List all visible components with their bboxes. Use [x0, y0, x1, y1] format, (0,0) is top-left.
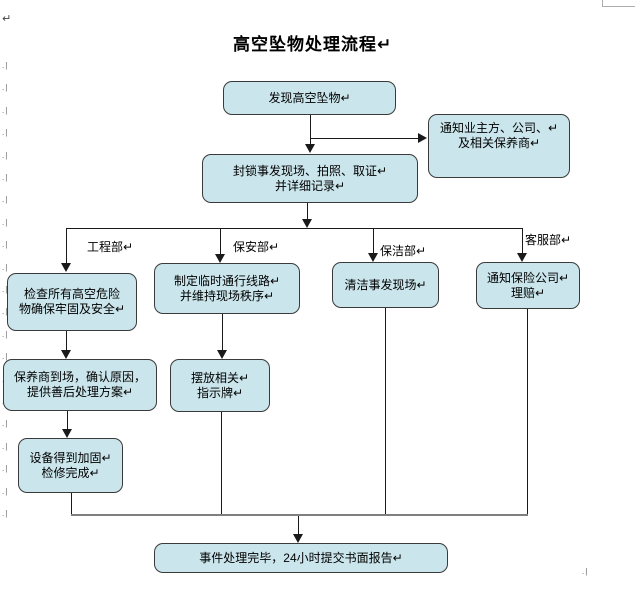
connector-seal-to-distributor [307, 203, 308, 220]
node-vendor-onsite-solution[interactable]: 保养商到场，确认原因， 提供善后处理方案↵ [3, 359, 157, 411]
connector-signs-to-collector [221, 412, 222, 515]
connector-route-to-signs [222, 314, 223, 351]
arrowhead-into-clean [368, 253, 378, 262]
node-clean-scene[interactable]: 清洁事发现场↵ [332, 262, 439, 308]
arrowhead-into-seal [305, 144, 315, 153]
arrowhead-into-notify-owner [418, 133, 427, 143]
arrowhead-into-report [293, 534, 303, 543]
node-temporary-route-order[interactable]: 制定临时通行线路↵ 并维持现场秩序↵ [154, 263, 300, 314]
connector-distributor-to-inspect [66, 228, 67, 264]
arrowhead-into-signs [217, 350, 227, 359]
distributor-line [66, 228, 523, 229]
left-margin-paragraph-mark: .| [2, 352, 9, 362]
node-seal-scene-photo-evidence[interactable]: 封锁事发现场、拍照、取证↵ 并详细记录↵ [202, 154, 418, 203]
node-final-written-report[interactable]: 事件处理完毕，24小时提交书面报告↵ [154, 543, 448, 573]
left-margin-paragraph-mark: .| [2, 195, 9, 205]
left-margin-paragraph-mark: .| [2, 509, 9, 518]
arrowhead-into-repair [62, 429, 72, 438]
connector-collector-to-report [298, 516, 299, 535]
left-margin-paragraph-mark: .| [2, 419, 9, 429]
connector-distributor-to-clean [373, 228, 374, 254]
left-margin-paragraph-mark: .| [2, 285, 9, 294]
paragraph-mark-icon: ↵ [2, 13, 12, 25]
left-margin-paragraph-mark: .| [2, 217, 9, 227]
dept-label-engineering[interactable]: 工程部↵ [87, 240, 134, 254]
dept-label-cleaning[interactable]: 保洁部↵ [380, 244, 427, 258]
connector-distributor-to-route [220, 228, 221, 255]
bottom-right-paragraph-mark: .| [582, 567, 589, 576]
arrowhead-into-route [215, 254, 225, 263]
node-notify-insurance-claim[interactable]: 通知保险公司↵ 理赔↵ [476, 262, 580, 309]
connector-inspect-to-vendor [66, 331, 67, 351]
connector-distributor-to-insurance [522, 228, 523, 254]
text-boundary-corner-vertical [602, 0, 603, 6]
connector-clean-to-collector [385, 308, 386, 515]
left-margin-paragraph-mark: .| [2, 240, 9, 250]
dept-label-security[interactable]: 保安部↵ [233, 240, 280, 254]
node-discover-falling-object[interactable]: 发现高空坠物↵ [223, 81, 396, 115]
node-inspect-overhead-hazards[interactable]: 检查所有高空危险 物确保牢固及安全↵ [7, 273, 137, 331]
arrowhead-into-distributor [302, 219, 312, 228]
node-equipment-reinforced-repaired[interactable]: 设备得到加固↵ 检修完成↵ [18, 438, 123, 493]
connector-insurance-to-collector [527, 309, 528, 515]
connector-branch-to-notify-owner [310, 138, 418, 139]
left-margin-paragraph-mark: .| [2, 173, 9, 182]
left-margin-paragraph-mark: .| [2, 329, 9, 339]
dept-label-customer-service[interactable]: 客服部↵ [525, 233, 572, 247]
connector-repair-to-collector [71, 493, 72, 515]
node-notify-owner-company-vendor[interactable]: 通知业主方、公司、↵ 及相关保养商↵ [428, 114, 570, 178]
node-place-warning-signs[interactable]: 摆放相关↵ 指示牌↵ [170, 359, 270, 412]
left-margin-paragraph-mark: .| [2, 150, 9, 160]
arrowhead-into-vendor [61, 350, 71, 359]
collector-line [71, 514, 528, 516]
left-margin-paragraph-mark: .| [2, 105, 9, 115]
arrowhead-into-inspect [61, 263, 71, 272]
left-margin-paragraph-mark: .| [2, 128, 9, 138]
arrowhead-into-insurance [517, 253, 527, 262]
text-boundary-corner-horizontal [602, 6, 635, 7]
connector-vendor-to-repair [67, 411, 68, 430]
left-margin-paragraph-mark: .| [2, 464, 9, 474]
left-margin-paragraph-mark: .| [2, 307, 9, 317]
left-margin-paragraph-mark: .| [2, 262, 9, 272]
left-margin-paragraph-mark: .| [2, 61, 9, 70]
connector-discover-to-seal [310, 115, 311, 146]
left-margin-paragraph-mark: .| [2, 83, 9, 93]
left-margin-paragraph-mark: .| [2, 486, 9, 496]
left-margin-paragraph-mark: .| [2, 441, 9, 451]
page-title[interactable]: 高空坠物处理流程↵ [233, 35, 393, 54]
